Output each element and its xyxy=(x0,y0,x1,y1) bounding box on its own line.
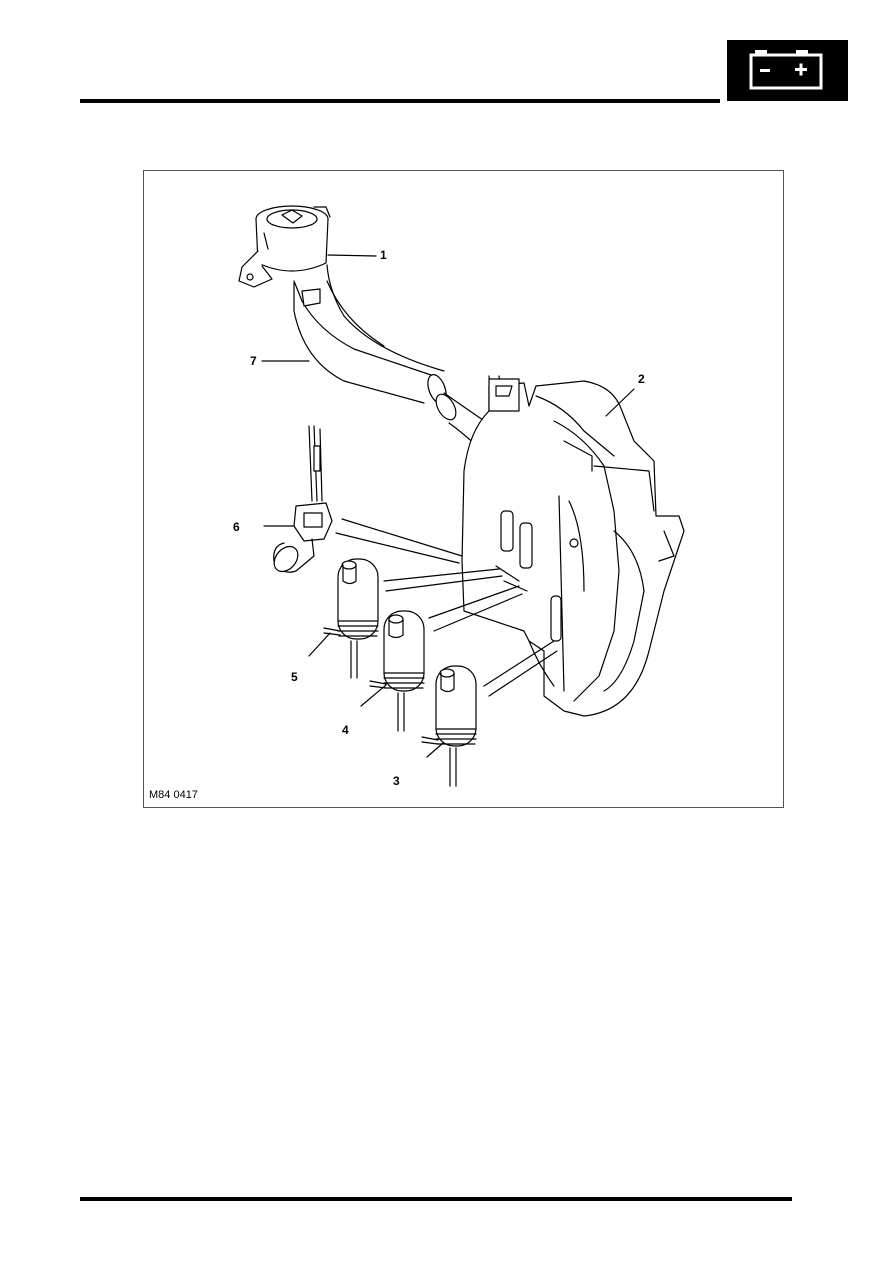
figure-frame: 1 2 3 4 5 6 7 M84 0417 xyxy=(143,170,784,808)
footer-rule xyxy=(80,1197,792,1201)
callout-2: 2 xyxy=(638,372,645,386)
callout-7: 7 xyxy=(250,354,257,368)
section-badge xyxy=(727,40,848,101)
callout-1: 1 xyxy=(380,248,387,262)
callout-6: 6 xyxy=(233,520,240,534)
washer-reservoir-illustration xyxy=(238,205,685,787)
battery-icon xyxy=(749,50,823,90)
callout-3: 3 xyxy=(393,774,400,788)
header-rule xyxy=(80,99,720,103)
callout-4: 4 xyxy=(342,723,349,737)
callout-5: 5 xyxy=(291,670,298,684)
figure-reference: M84 0417 xyxy=(149,789,198,801)
